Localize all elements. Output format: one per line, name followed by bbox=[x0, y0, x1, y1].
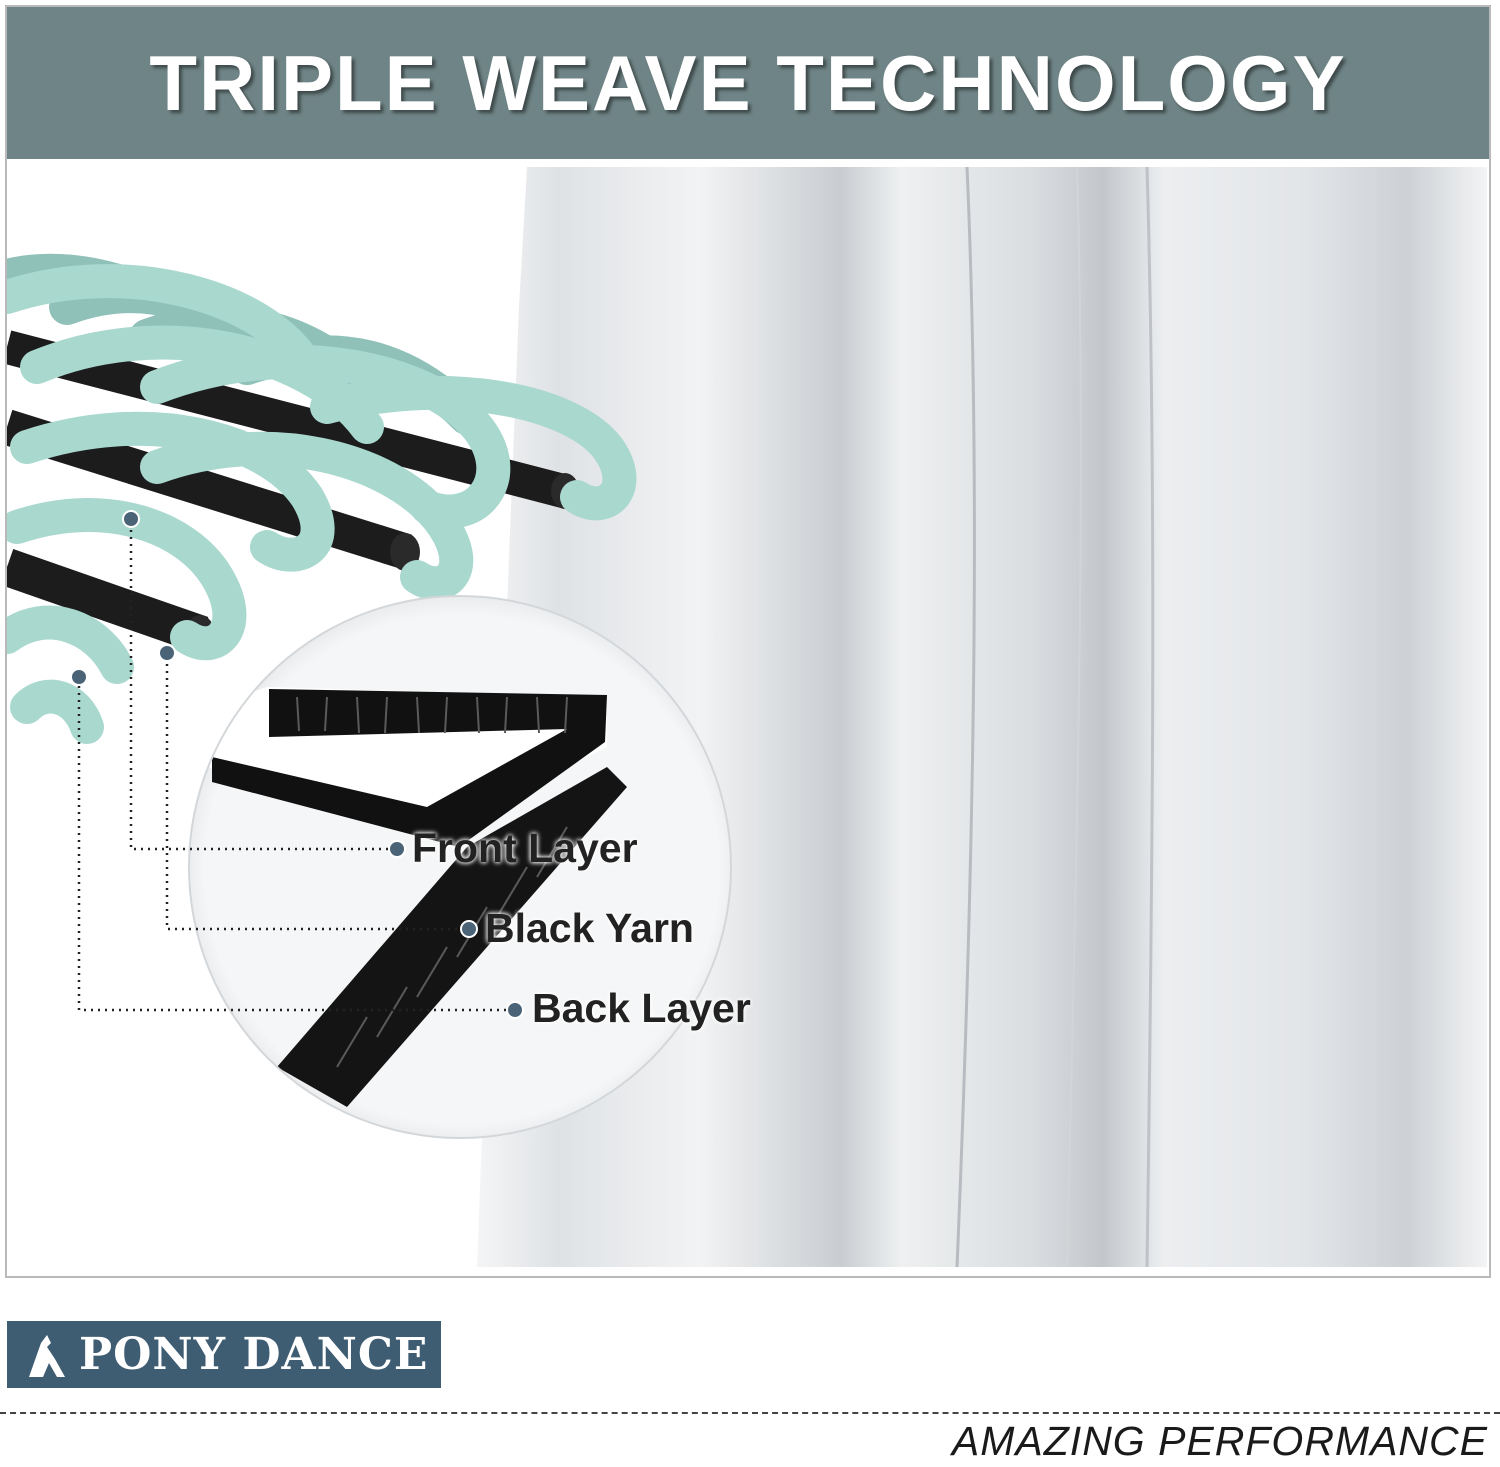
callout-front-layer: Front Layer bbox=[412, 825, 638, 871]
curtain-panel bbox=[477, 167, 1487, 1267]
magnified-fabric bbox=[190, 597, 730, 1137]
weave-illustration bbox=[7, 166, 1487, 1268]
callout-leaders bbox=[77, 523, 515, 1012]
footer-tagline: AMAZING PERFORMANCE bbox=[951, 1418, 1488, 1464]
banner-title: TRIPLE WEAVE TECHNOLOGY bbox=[149, 38, 1347, 127]
pony-icon bbox=[29, 1334, 65, 1377]
callout-back-layer: Back Layer bbox=[532, 985, 751, 1031]
callout-black-yarn: Black Yarn bbox=[485, 905, 694, 951]
curtain-fold bbox=[1066, 166, 1082, 1268]
brand-name: PONY DANCE bbox=[79, 1329, 429, 1380]
curtain-fold bbox=[1145, 166, 1155, 1268]
title-banner: TRIPLE WEAVE TECHNOLOGY bbox=[7, 7, 1489, 159]
weave-threads-front bbox=[7, 264, 637, 744]
dashed-divider bbox=[0, 1412, 1500, 1414]
product-image-frame: TRIPLE WEAVE TECHNOLOGY Front Layer Blac… bbox=[5, 5, 1491, 1278]
brand-logo: PONY DANCE bbox=[7, 1321, 441, 1388]
callout-dots bbox=[70, 510, 524, 1019]
curtain-fold bbox=[955, 166, 976, 1268]
